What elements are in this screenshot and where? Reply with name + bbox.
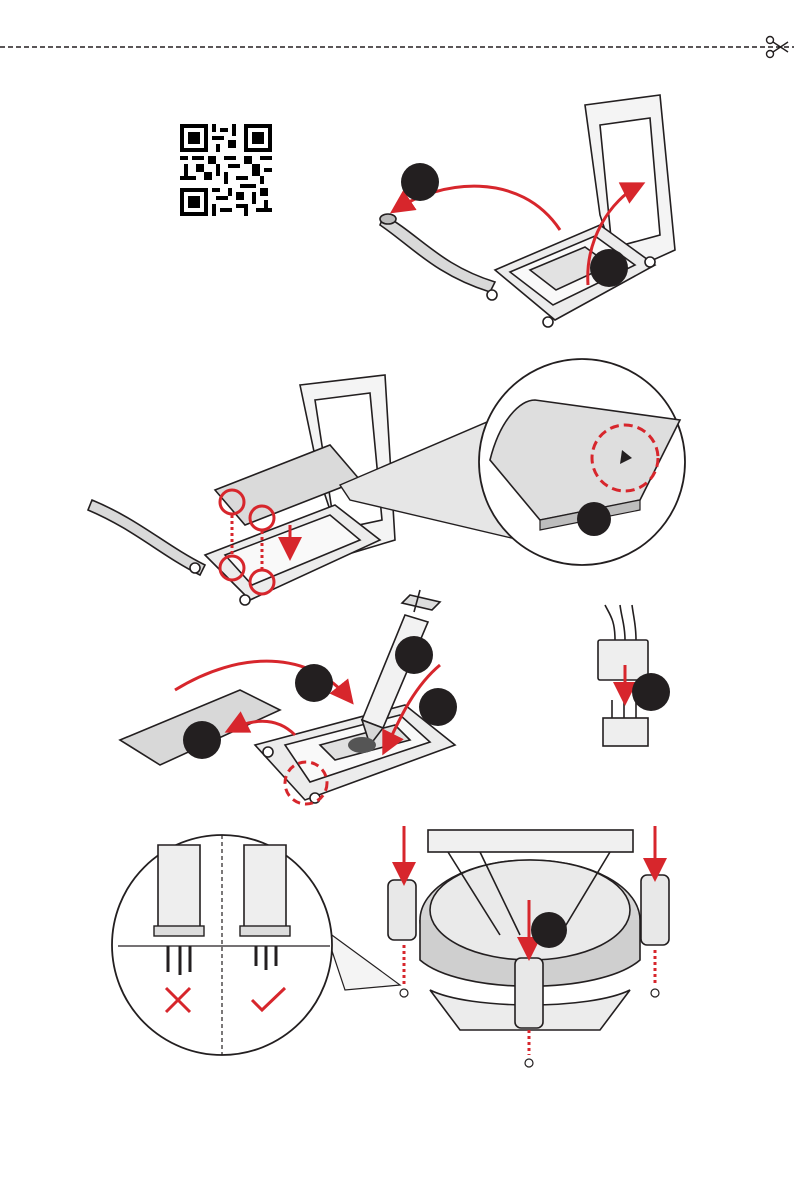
pin-comparison-callout [112, 835, 400, 1055]
step-badge [183, 721, 221, 759]
fan-connector-icon [598, 605, 648, 746]
step-badge [590, 249, 628, 287]
thermal-paste [348, 737, 376, 753]
step-badge [419, 688, 457, 726]
step-badge [295, 664, 333, 702]
step-badge [401, 163, 439, 201]
step1-socket [380, 95, 675, 327]
step-badge [632, 673, 670, 711]
step-badge [531, 912, 567, 948]
step-badge [395, 636, 433, 674]
